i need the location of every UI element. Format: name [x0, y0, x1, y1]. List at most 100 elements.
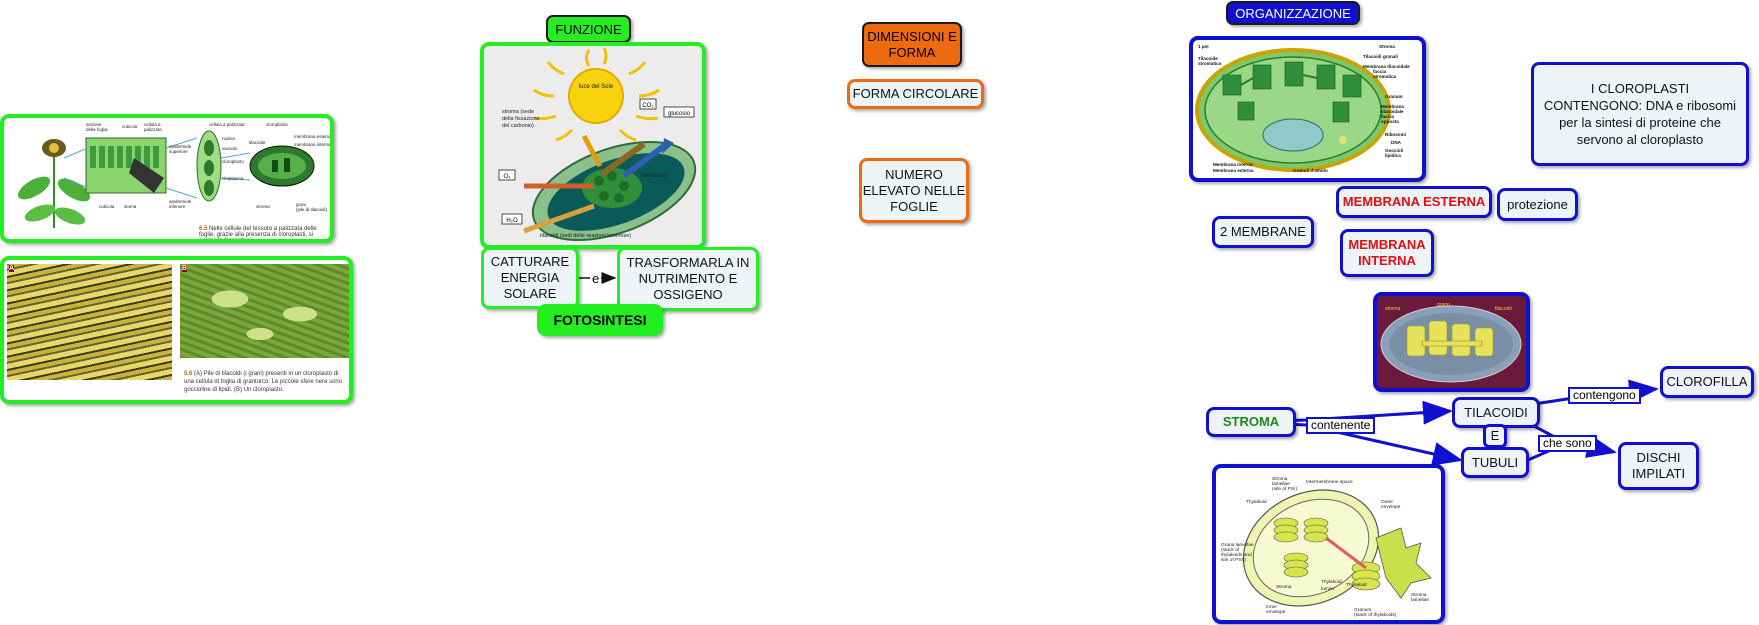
svg-text:DNA: DNA: [1391, 140, 1402, 145]
svg-text:stoma: stoma: [124, 204, 137, 209]
svg-text:lumen: lumen: [1321, 586, 1334, 592]
svg-text:stromatico: stromatico: [1198, 61, 1222, 66]
svg-text:della foglia: della foglia: [86, 127, 108, 132]
svg-text:vacuolo: vacuolo: [222, 146, 238, 151]
dimensioni-title-text: DIMENSIONI E FORMA: [867, 28, 957, 60]
h2o-label: H₂O: [506, 218, 518, 224]
trasformarla-text: TRASFORMARLA IN NUTRIMENTO E OSSIGENO: [626, 255, 750, 302]
svg-text:sezione: sezione: [86, 122, 102, 127]
membrana-interna-text: MEMBRANA INTERNA: [1348, 237, 1426, 268]
contengono-text: contengono: [1573, 388, 1636, 402]
funzione-title: FUNZIONE: [546, 15, 631, 43]
photosynthesis-image: luce del Sole stroma (sede della fissazi…: [480, 42, 706, 249]
link-e-label: e: [590, 271, 602, 286]
svg-text:thylakoids and: thylakoids and: [1221, 552, 1252, 558]
micrograph-a: A: [7, 264, 172, 380]
svg-text:Stroma: Stroma: [1411, 592, 1427, 598]
dischi-impilati-text: DISCHI IMPILATI: [1631, 450, 1686, 481]
svg-text:Tilacoidi granali: Tilacoidi granali: [1363, 54, 1398, 59]
due-membrane-node[interactable]: 2 MEMBRANE: [1212, 216, 1314, 248]
svg-text:epidermide: epidermide: [169, 199, 192, 204]
e-node[interactable]: E: [1483, 424, 1507, 448]
svg-text:Membrana tilacoidale: Membrana tilacoidale: [1363, 64, 1410, 69]
photosynthesis-illustration: luce del Sole stroma (sede della fissazi…: [484, 46, 702, 245]
svg-text:envelope: envelope: [1266, 609, 1286, 615]
svg-text:Stroma: Stroma: [1272, 476, 1288, 482]
tubuli-node[interactable]: TUBULI: [1461, 447, 1529, 478]
catturare-node[interactable]: CATTURARE ENERGIA SOLARE: [481, 247, 579, 309]
svg-text:Intermembrane space: Intermembrane space: [1306, 479, 1353, 485]
e-text: E: [1490, 428, 1500, 443]
svg-text:Membrana: Membrana: [1381, 104, 1404, 109]
sun-rays: [533, 47, 660, 142]
dischi-impilati-node[interactable]: DISCHI IMPILATI: [1618, 442, 1699, 490]
funzione-title-text: FUNZIONE: [555, 21, 622, 37]
svg-text:(pile di tilacoidi): (pile di tilacoidi): [296, 207, 328, 212]
svg-text:(stack of thylakoids): (stack of thylakoids): [1354, 612, 1397, 618]
co2-label: CO₂: [642, 103, 654, 109]
svg-text:Grana lamellae: Grana lamellae: [1221, 542, 1254, 548]
glucose-label: glucosio: [668, 111, 691, 117]
protezione-text: protezione: [1507, 196, 1568, 212]
che-sono-text: che sono: [1543, 436, 1592, 450]
svg-text:(stack of: (stack of: [1221, 547, 1240, 553]
svg-text:Thylakoid: Thylakoid: [1321, 579, 1342, 585]
svg-text:tilacoidale: tilacoidale: [1381, 109, 1404, 114]
sun-label: luce del Sole: [579, 84, 614, 90]
svg-text:del carbonio): del carbonio): [502, 123, 534, 129]
svg-text:stroma: stroma: [256, 204, 270, 209]
svg-text:grano: grano: [1437, 302, 1450, 308]
svg-text:1 µm: 1 µm: [1198, 44, 1209, 49]
clorofilla-text: CLOROFILLA: [1666, 374, 1748, 389]
contenente-text: contenente: [1311, 418, 1371, 432]
svg-text:lamellae: lamellae: [1272, 481, 1290, 487]
svg-text:Ribosomi: Ribosomi: [1385, 132, 1406, 137]
protezione-node[interactable]: protezione: [1497, 188, 1578, 221]
svg-text:opposta: opposta: [1381, 119, 1399, 124]
svg-text:della fissazione: della fissazione: [502, 116, 540, 122]
svg-text:faccia: faccia: [1381, 114, 1394, 119]
svg-text:faccia: faccia: [1373, 69, 1386, 74]
svg-text:cuticola: cuticola: [122, 124, 138, 129]
svg-text:Stroma: Stroma: [1379, 44, 1395, 49]
micrograph-b-label: B: [182, 265, 188, 272]
numero-elevato-node[interactable]: NUMERO ELEVATO NELLE FOGLIE: [859, 158, 969, 223]
svg-text:Outer: Outer: [1381, 499, 1393, 505]
membrana-esterna-node[interactable]: MEMBRANA ESTERNA: [1336, 186, 1492, 218]
organizzazione-title-text: ORGANIZZAZIONE: [1235, 5, 1351, 21]
clorofilla-node[interactable]: CLOROFILLA: [1660, 366, 1754, 398]
svg-text:membrana interna: membrana interna: [294, 142, 330, 147]
stroma-node[interactable]: STROMA: [1206, 407, 1296, 437]
svg-text:Granum: Granum: [1385, 94, 1403, 99]
thylakoid-label: tilacoidi (sedi delle reazioni luminose): [540, 233, 631, 239]
dimensioni-title: DIMENSIONI E FORMA: [862, 22, 962, 67]
svg-text:tilacoidi: tilacoidi: [1495, 306, 1512, 312]
catturare-text: CATTURARE ENERGIA SOLARE: [490, 254, 570, 301]
stroma-text: STROMA: [1222, 414, 1280, 429]
micro-caption: (A) Pile di tilacoidi (i grani) presenti…: [184, 371, 343, 393]
cloroplasti-contengono-node[interactable]: I CLOROPLASTI CONTENGONO: DNA e ribosomi…: [1531, 62, 1749, 166]
membrana-interna-node[interactable]: MEMBRANA INTERNA: [1340, 229, 1434, 277]
tilacoidi-text: TILACOIDI: [1464, 404, 1528, 420]
forma-circolare-text: FORMA CIRCOLARE: [852, 86, 979, 101]
stroma-label-1: stroma (sede: [502, 109, 534, 115]
svg-text:grani: grani: [296, 202, 306, 207]
svg-text:Stroma: Stroma: [1276, 584, 1292, 590]
che-sono-label: che sono: [1538, 435, 1597, 452]
svg-text:cloroplasto: cloroplasto: [266, 122, 288, 127]
contengono-label: contengono: [1568, 387, 1641, 404]
svg-text:site of PSII): site of PSII): [1221, 557, 1246, 563]
forma-circolare-node[interactable]: FORMA CIRCOLARE: [847, 79, 984, 109]
svg-text:Inner: Inner: [1266, 604, 1277, 610]
svg-text:Thylakoid: Thylakoid: [1346, 582, 1367, 588]
sun: [568, 68, 624, 124]
svg-text:Goccioli: Goccioli: [1385, 148, 1403, 153]
trasformarla-node[interactable]: TRASFORMARLA IN NUTRIMENTO E OSSIGENO: [617, 247, 759, 311]
o2-label: O₂: [504, 174, 512, 180]
